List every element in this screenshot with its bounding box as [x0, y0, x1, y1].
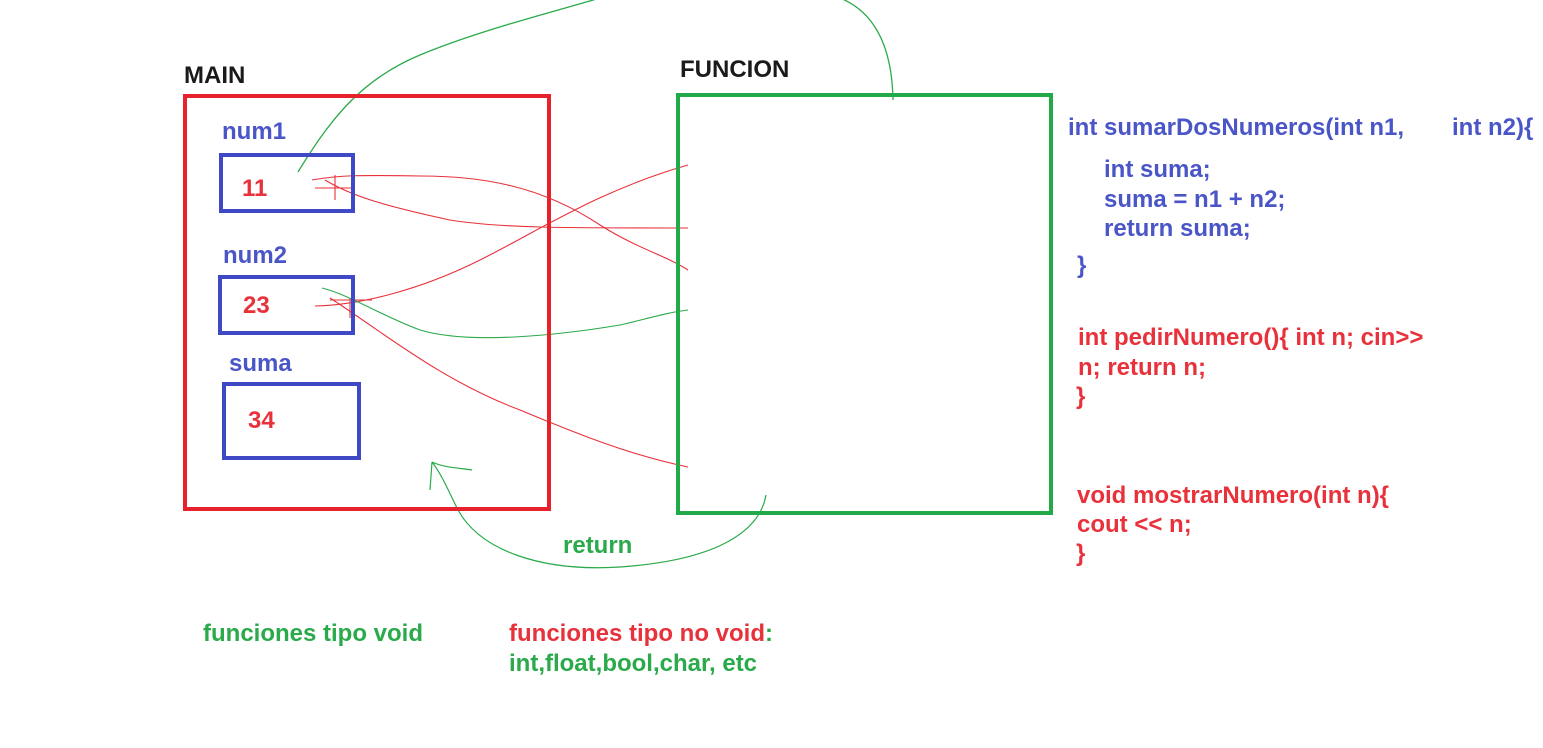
- code-sumar-line-5: }: [1077, 252, 1087, 279]
- note-void: funciones tipo void: [203, 620, 423, 647]
- var-value-num1: 11: [242, 175, 268, 202]
- var-value-suma: 34: [248, 407, 275, 434]
- var-label-num1: num1: [222, 118, 287, 145]
- note-non-void: funciones tipo no void:: [509, 620, 773, 648]
- code-pedir-line-2: n; return n;: [1078, 354, 1206, 381]
- var-label-num2: num2: [223, 242, 288, 269]
- code-sumar-line-1: int sumarDosNumeros(int n1,: [1068, 114, 1405, 141]
- return-label: return: [563, 532, 633, 559]
- code-mostrar-line-1: void mostrarNumero(int n){: [1077, 482, 1390, 509]
- note-non-void-label: funciones tipo no void: [509, 620, 765, 647]
- function-title: FUNCION: [680, 56, 790, 83]
- var-box-num1: [219, 153, 355, 213]
- code-sumar-line-2: int suma;: [1104, 156, 1211, 183]
- var-box-num2: [218, 275, 355, 335]
- code-mostrar-line-2: cout << n;: [1077, 511, 1192, 538]
- var-value-num2: 23: [243, 292, 270, 319]
- code-mostrar-line-3: }: [1076, 540, 1086, 567]
- code-pedir-line-3: }: [1076, 383, 1086, 410]
- function-frame: [676, 93, 1053, 515]
- main-title: MAIN: [184, 62, 246, 89]
- note-non-void-types: int,float,bool,char, etc: [509, 650, 758, 677]
- var-box-suma: [222, 382, 361, 460]
- code-sumar-line-1b: int n2){: [1452, 114, 1534, 141]
- var-label-suma: suma: [229, 350, 292, 377]
- code-pedir-line-1: int pedirNumero(){ int n; cin>>: [1078, 324, 1424, 351]
- code-sumar-line-3: suma = n1 + n2;: [1104, 186, 1286, 213]
- main-frame: [183, 94, 551, 511]
- code-sumar-line-4: return suma;: [1104, 215, 1251, 242]
- note-non-void-colon: :: [764, 620, 773, 647]
